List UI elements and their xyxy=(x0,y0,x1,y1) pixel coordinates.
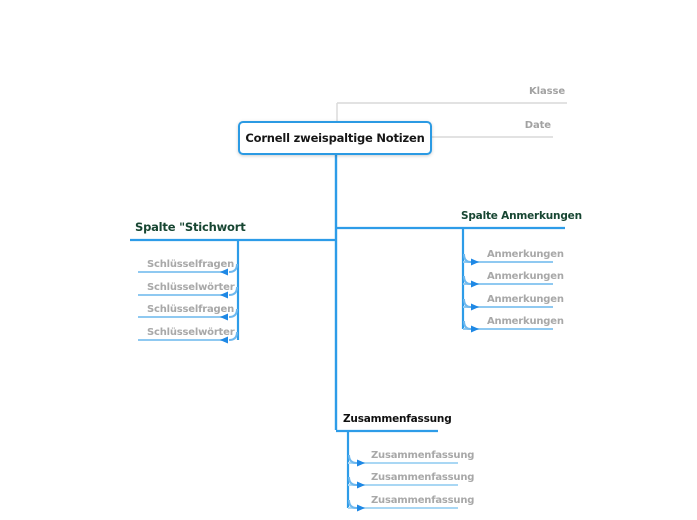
node-spalte-stichwort[interactable]: Spalte "Stichwort xyxy=(135,220,246,234)
node-klasse[interactable]: Klasse xyxy=(528,86,565,97)
node-schluesselfragen-2[interactable]: Schlüsselfragen xyxy=(147,304,235,315)
node-anmerkungen-3[interactable]: Anmerkungen xyxy=(487,294,564,305)
node-zusammenfassung[interactable]: Zusammenfassung xyxy=(343,413,452,425)
node-anmerkungen-4[interactable]: Anmerkungen xyxy=(487,316,564,327)
node-zusammenfassung-2[interactable]: Zusammenfassung xyxy=(371,472,475,483)
node-schluesselwoerter-1[interactable]: Schlüsselwörter xyxy=(147,282,235,293)
node-schluesselwoerter-2[interactable]: Schlüsselwörter xyxy=(147,327,235,338)
node-zusammenfassung-1[interactable]: Zusammenfassung xyxy=(371,450,475,461)
stichwort-branch-lines xyxy=(130,238,337,344)
arrowhead-bottom-icons xyxy=(357,459,365,512)
node-anmerkungen-1[interactable]: Anmerkungen xyxy=(487,249,564,260)
node-spalte-anmerkungen[interactable]: Spalte Anmerkungen xyxy=(461,210,582,222)
zusammenfassung-branch-lines xyxy=(336,429,458,512)
node-schluesselfragen-1[interactable]: Schlüsselfragen xyxy=(147,259,235,270)
anmerkungen-branch-lines xyxy=(336,226,565,333)
root-node[interactable]: Cornell zweispaltige Notizen xyxy=(238,121,432,155)
arrowhead-right-icons xyxy=(471,258,479,333)
node-date[interactable]: Date xyxy=(524,120,551,131)
node-zusammenfassung-3[interactable]: Zusammenfassung xyxy=(371,495,475,506)
arrowhead-left-icons xyxy=(220,268,228,344)
gray-branch-lines xyxy=(336,102,567,138)
node-anmerkungen-2[interactable]: Anmerkungen xyxy=(487,271,564,282)
